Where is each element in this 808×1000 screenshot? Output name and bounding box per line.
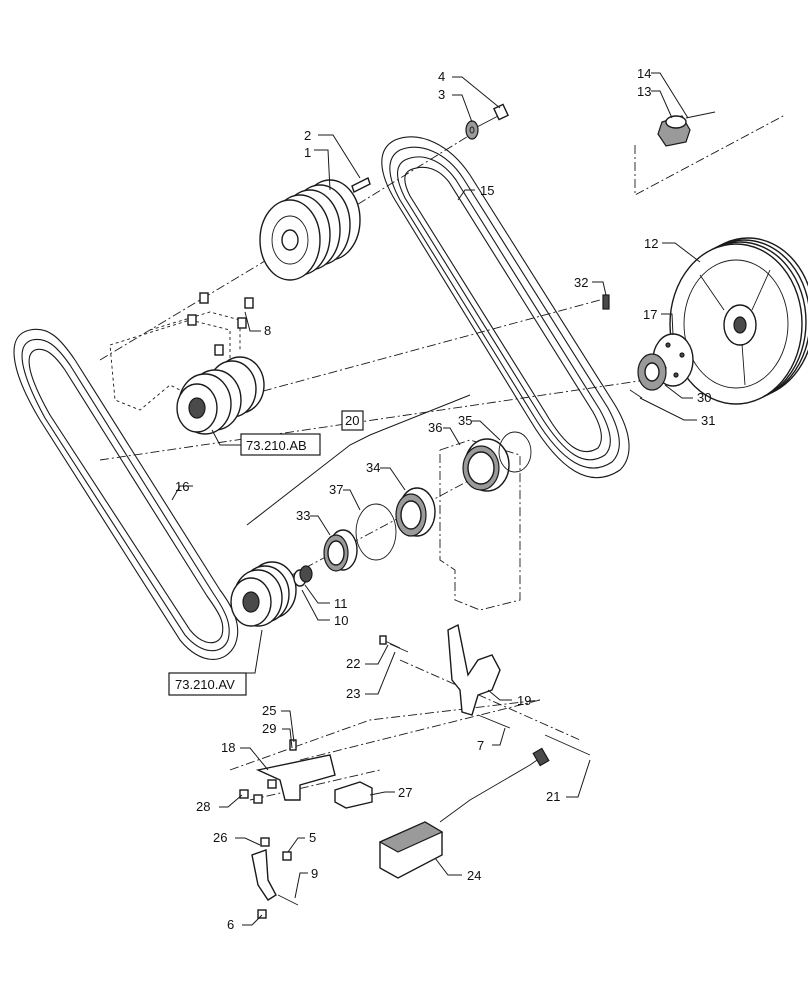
bolts-8 xyxy=(187,292,254,356)
reference-label-ab: 73.210.AB xyxy=(246,438,307,453)
callout-28: 28 xyxy=(196,799,210,814)
callout-19: 19 xyxy=(517,693,531,708)
pin-14 xyxy=(685,111,716,119)
sensor-bracket-26 xyxy=(251,837,277,901)
callout-23: 23 xyxy=(346,686,360,701)
pin-32 xyxy=(602,294,610,310)
bolts-22-23 xyxy=(379,635,409,653)
callout-12: 12 xyxy=(644,236,658,251)
callout-14: 14 xyxy=(637,66,651,81)
callout-22: 22 xyxy=(346,656,360,671)
hub-30 xyxy=(637,353,667,391)
idler-pulley-assembly xyxy=(176,356,265,435)
callout-34: 34 xyxy=(366,460,380,475)
callout-26: 26 xyxy=(213,830,227,845)
ring-34 xyxy=(395,487,436,537)
callout-9: 9 xyxy=(311,866,318,881)
callout-2: 2 xyxy=(304,128,311,143)
callout-25: 25 xyxy=(262,703,276,718)
callout-16: 16 xyxy=(175,479,189,494)
nut-5 xyxy=(282,851,292,861)
ring-33 xyxy=(323,529,358,572)
belt-16 xyxy=(13,328,239,660)
callout-31: 31 xyxy=(701,413,715,428)
callout-7: 7 xyxy=(477,738,484,753)
callout-15: 15 xyxy=(480,183,494,198)
callout-37: 37 xyxy=(329,482,343,497)
callout-3: 3 xyxy=(438,87,445,102)
callout-5: 5 xyxy=(309,830,316,845)
callout-27: 27 xyxy=(398,785,412,800)
bracket-18 xyxy=(255,754,336,801)
callout-32: 32 xyxy=(574,275,588,290)
bolt-4 xyxy=(474,103,509,129)
hardware-25-29-28 xyxy=(239,739,297,804)
seal-35 xyxy=(498,431,532,473)
bolt-9 xyxy=(277,894,299,906)
callout-21: 21 xyxy=(546,789,560,804)
callout-17: 17 xyxy=(643,307,657,322)
group-20-bracket xyxy=(246,394,471,526)
callout-13: 13 xyxy=(637,84,651,99)
bracket-27 xyxy=(334,781,373,809)
group-box-20: 20 xyxy=(341,410,364,431)
callout-20: 20 xyxy=(345,413,359,428)
reference-box-av: 73.210.AV xyxy=(168,672,247,696)
pin-7 xyxy=(477,714,511,729)
washer-3 xyxy=(465,120,479,140)
callout-8: 8 xyxy=(264,323,271,338)
callout-6: 6 xyxy=(227,917,234,932)
callout-10: 10 xyxy=(334,613,348,628)
callout-labels: 2 1 4 3 14 13 15 12 32 17 30 31 8 16 36 … xyxy=(175,66,715,932)
callout-29: 29 xyxy=(262,721,276,736)
nut-6 xyxy=(257,909,267,919)
callout-1: 1 xyxy=(304,145,311,160)
callout-11: 11 xyxy=(334,596,348,611)
washer-10 xyxy=(299,565,313,583)
key-2 xyxy=(351,177,371,193)
callout-33: 33 xyxy=(296,508,310,523)
callout-18: 18 xyxy=(221,740,235,755)
callout-24: 24 xyxy=(467,868,481,883)
ring-36 xyxy=(462,438,510,492)
leader-lines xyxy=(171,72,701,926)
reference-box-ab: 73.210.AB xyxy=(240,433,321,456)
fork-19 xyxy=(447,623,501,716)
pulley-12 xyxy=(669,237,808,405)
sensor-24 xyxy=(378,747,550,879)
callout-35: 35 xyxy=(458,413,472,428)
callout-4: 4 xyxy=(438,69,445,84)
pulley-1 xyxy=(259,179,361,281)
callout-36: 36 xyxy=(428,420,442,435)
pin-21 xyxy=(544,734,591,756)
clutch-pulley xyxy=(230,561,297,627)
hub-13 xyxy=(657,115,691,147)
reference-label-av: 73.210.AV xyxy=(175,677,235,692)
axis-lines xyxy=(99,114,786,801)
belt-15 xyxy=(381,136,630,479)
pin-31 xyxy=(629,389,643,399)
callout-30: 30 xyxy=(697,390,711,405)
seal-37 xyxy=(355,503,397,561)
